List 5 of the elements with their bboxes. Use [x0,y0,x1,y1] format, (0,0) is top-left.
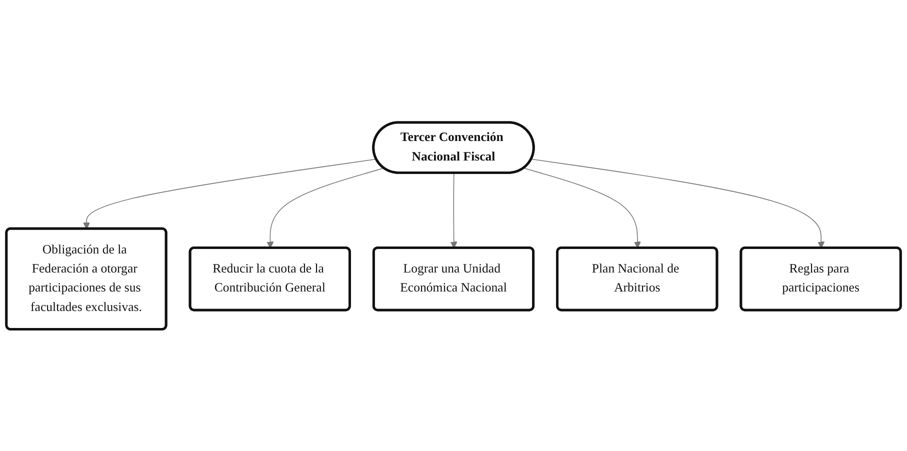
arrow [83,158,377,230]
arrow [266,167,384,248]
arrow [531,158,825,248]
arrow [523,167,641,248]
arrow [450,172,458,248]
